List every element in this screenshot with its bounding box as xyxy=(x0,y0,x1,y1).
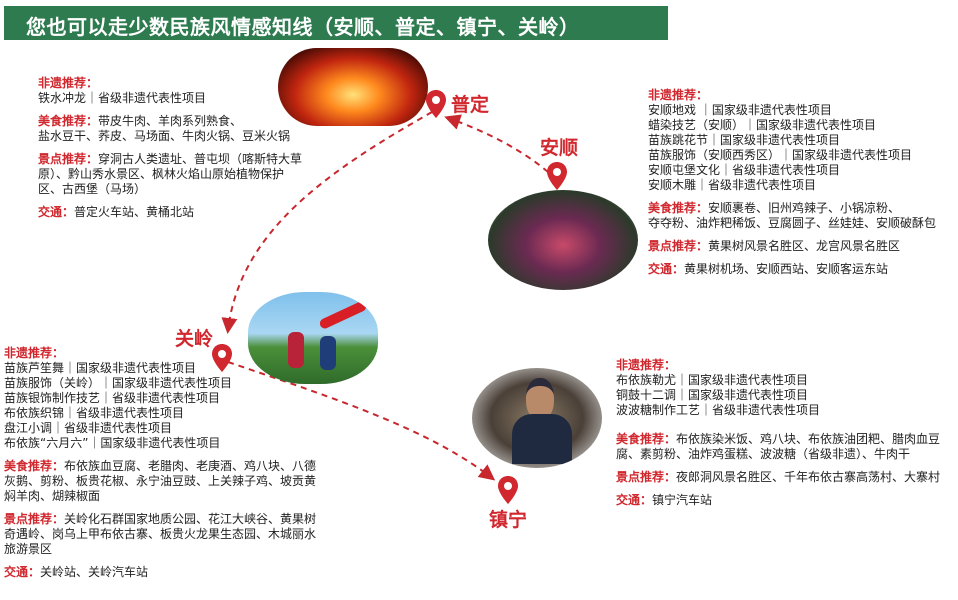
scenic-section: 景点推荐：夜郎洞风景名胜区、千年布依古寨高荡村、大寨村 xyxy=(616,470,940,485)
transport-section: 交通：镇宁汽车站 xyxy=(616,493,940,508)
food-section: 美食推荐：布依族血豆腐、老腊肉、老庚酒、鸡八块、八德 灰鹅、剪粉、板贵花椒、永宁… xyxy=(4,459,316,504)
transport-section: 交通：普定火车站、黄桶北站 xyxy=(38,205,302,220)
route-anshun-puding xyxy=(444,114,549,173)
heritage-item: 苗族跳花节｜国家级非遗代表性项目 xyxy=(648,133,841,147)
heritage-label: 非遗推荐： xyxy=(648,88,709,102)
food-label: 美食推荐： xyxy=(648,201,709,215)
musician-head xyxy=(526,378,554,420)
transport-text: 镇宁汽车站 xyxy=(652,493,713,507)
scenic-label: 景点推荐： xyxy=(4,512,65,526)
scenic-label: 景点推荐： xyxy=(616,470,677,484)
photo-anshun-performance xyxy=(488,190,638,290)
info-anshun: 非遗推荐： 安顺地戏 ｜国家级非遗代表性项目 蜡染技艺（安顺）｜国家级非遗代表性… xyxy=(648,88,936,277)
heritage-item: 铁水冲龙｜省级非遗代表性项目 xyxy=(38,91,207,105)
scenic-text: 穿洞古人类遗址、普屯坝（喀斯特大草 xyxy=(98,152,303,166)
title-banner: 您也可以走少数民族风情感知线（安顺、普定、镇宁、关岭） xyxy=(4,6,668,40)
heritage-item: 苗族服饰（关岭）｜国家级非遗代表性项目 xyxy=(4,376,233,390)
heritage-item: 布依族织锦｜省级非遗代表性项目 xyxy=(4,406,185,420)
dancer-figure xyxy=(288,332,304,368)
heritage-item: 安顺屯堡文化｜省级非遗代表性项目 xyxy=(648,163,841,177)
heritage-item: 安顺木雕｜省级非遗代表性项目 xyxy=(648,178,817,192)
musician-body xyxy=(512,414,572,464)
scenic-text: 旅游景区 xyxy=(4,542,53,556)
heritage-item: 苗族芦笙舞｜国家级非遗代表性项目 xyxy=(4,361,197,375)
food-label: 美食推荐： xyxy=(38,114,99,128)
info-guanling: 非遗推荐： 苗族芦笙舞｜国家级非遗代表性项目 苗族服饰（关岭）｜国家级非遗代表性… xyxy=(4,346,316,580)
info-puding: 非遗推荐： 铁水冲龙｜省级非遗代表性项目 美食推荐：带皮牛肉、羊肉系列熟食、 盐… xyxy=(38,76,302,220)
heritage-section: 非遗推荐： 布依族勒尤｜国家级非遗代表性项目 铜鼓十二调｜国家级非遗代表性项目 … xyxy=(616,358,940,418)
heritage-item: 安顺地戏 ｜国家级非遗代表性项目 xyxy=(648,103,832,117)
red-ribbon xyxy=(318,299,368,331)
photo-zhenning-musician xyxy=(472,368,602,468)
transport-section: 交通：关岭站、关岭汽车站 xyxy=(4,565,316,580)
city-name-zhenning: 镇宁 xyxy=(489,509,528,531)
food-text: 带皮牛肉、羊肉系列熟食、 xyxy=(98,114,243,128)
map-pin-icon xyxy=(426,90,446,118)
transport-label: 交通： xyxy=(616,493,653,507)
heritage-item: 盘江小调｜省级非遗代表性项目 xyxy=(4,421,173,435)
food-text: 布依族血豆腐、老腊肉、老庚酒、鸡八块、八德 xyxy=(64,459,317,473)
heritage-section: 非遗推荐： 苗族芦笙舞｜国家级非遗代表性项目 苗族服饰（关岭）｜国家级非遗代表性… xyxy=(4,346,316,451)
city-name-anshun: 安顺 xyxy=(540,137,579,159)
food-label: 美食推荐： xyxy=(616,432,677,446)
transport-label: 交通： xyxy=(38,205,75,219)
city-name-puding: 普定 xyxy=(451,94,490,116)
scenic-text: 区、古西堡（马场） xyxy=(38,182,147,196)
heritage-label: 非遗推荐： xyxy=(38,76,99,90)
scenic-text: 奇遇岭、岗乌上甲布依古寨、板贵火龙果生态园、木城丽水 xyxy=(4,527,317,541)
food-section: 美食推荐：带皮牛肉、羊肉系列熟食、 盐水豆干、荞皮、马场面、牛肉火锅、豆米火锅 xyxy=(38,114,302,144)
heritage-section: 非遗推荐： 安顺地戏 ｜国家级非遗代表性项目 蜡染技艺（安顺）｜国家级非遗代表性… xyxy=(648,88,936,193)
heritage-section: 非遗推荐： 铁水冲龙｜省级非遗代表性项目 xyxy=(38,76,302,106)
scenic-label: 景点推荐： xyxy=(38,152,99,166)
food-section: 美食推荐：布依族染米饭、鸡八块、布依族油团粑、腊肉血豆 腐、素剪粉、油炸鸡蛋糕、… xyxy=(616,432,940,462)
scenic-text: 原）、黔山秀水景区、枫林火焰山原始植物保护 xyxy=(38,167,285,181)
heritage-item: 蜡染技艺（安顺）｜国家级非遗代表性项目 xyxy=(648,118,877,132)
transport-text: 普定火车站、黄桶北站 xyxy=(74,205,195,219)
scenic-text: 夜郎洞风景名胜区、千年布依古寨高荡村、大寨村 xyxy=(676,470,941,484)
dancer-figure xyxy=(320,336,336,370)
heritage-item: 铜鼓十二调｜国家级非遗代表性项目 xyxy=(616,388,809,402)
transport-label: 交通： xyxy=(4,565,41,579)
heritage-item: 布依族“六月六”｜国家级非遗代表性项目 xyxy=(4,436,221,450)
scenic-label: 景点推荐： xyxy=(648,239,709,253)
heritage-label: 非遗推荐： xyxy=(4,346,65,360)
page-title: 您也可以走少数民族风情感知线（安顺、普定、镇宁、关岭） xyxy=(26,15,580,39)
transport-text: 关岭站、关岭汽车站 xyxy=(40,565,149,579)
food-text: 夺夺粉、油炸粑稀饭、豆腐圆子、丝娃娃、安顺破酥包 xyxy=(648,216,937,230)
heritage-item: 苗族服饰（安顺西秀区）｜国家级非遗代表性项目 xyxy=(648,148,913,162)
heritage-item: 苗族银饰制作技艺｜省级非遗代表性项目 xyxy=(4,391,221,405)
food-text: 焖羊肉、煳辣椒面 xyxy=(4,489,101,503)
food-text: 安顺裹卷、旧州鸡辣子、小锅凉粉、 xyxy=(708,201,901,215)
map-pin-icon xyxy=(498,476,518,504)
scenic-text: 黄果树风景名胜区、龙宫风景名胜区 xyxy=(708,239,901,253)
map-pin-icon xyxy=(212,344,232,372)
scenic-section: 景点推荐：关岭化石群国家地质公园、花江大峡谷、黄果树 奇遇岭、岗乌上甲布依古寨、… xyxy=(4,512,316,557)
transport-text: 黄果树机场、安顺西站、安顺客运东站 xyxy=(684,262,889,276)
route-puding-guanling xyxy=(221,111,433,334)
heritage-item: 布依族勒尤｜国家级非遗代表性项目 xyxy=(616,373,809,387)
food-section: 美食推荐：安顺裹卷、旧州鸡辣子、小锅凉粉、 夺夺粉、油炸粑稀饭、豆腐圆子、丝娃娃… xyxy=(648,201,936,231)
route-guanling-zhenning xyxy=(227,361,496,481)
transport-label: 交通： xyxy=(648,262,685,276)
scenic-section: 景点推荐：穿洞古人类遗址、普屯坝（喀斯特大草 原）、黔山秀水景区、枫林火焰山原始… xyxy=(38,152,302,197)
scenic-text: 关岭化石群国家地质公园、花江大峡谷、黄果树 xyxy=(64,512,317,526)
info-zhenning: 非遗推荐： 布依族勒尤｜国家级非遗代表性项目 铜鼓十二调｜国家级非遗代表性项目 … xyxy=(616,358,940,508)
city-name-guanling: 关岭 xyxy=(175,328,214,350)
heritage-item: 波波糖制作工艺｜省级非遗代表性项目 xyxy=(616,403,821,417)
food-text: 灰鹅、剪粉、板贵花椒、永宁油豆豉、上关辣子鸡、坡贡黄 xyxy=(4,474,317,488)
photo-fire-dragon xyxy=(278,48,428,126)
food-text: 腐、素剪粉、油炸鸡蛋糕、波波糖（省级非遗）、牛肉干 xyxy=(616,447,911,461)
heritage-label: 非遗推荐： xyxy=(616,358,677,372)
transport-section: 交通：黄果树机场、安顺西站、安顺客运东站 xyxy=(648,262,936,277)
food-text: 盐水豆干、荞皮、马场面、牛肉火锅、豆米火锅 xyxy=(38,129,291,143)
food-label: 美食推荐： xyxy=(4,459,65,473)
food-text: 布依族染米饭、鸡八块、布依族油团粑、腊肉血豆 xyxy=(676,432,941,446)
scenic-section: 景点推荐：黄果树风景名胜区、龙宫风景名胜区 xyxy=(648,239,936,254)
map-pin-icon xyxy=(547,162,567,190)
photo-guanling-dance xyxy=(248,292,378,384)
